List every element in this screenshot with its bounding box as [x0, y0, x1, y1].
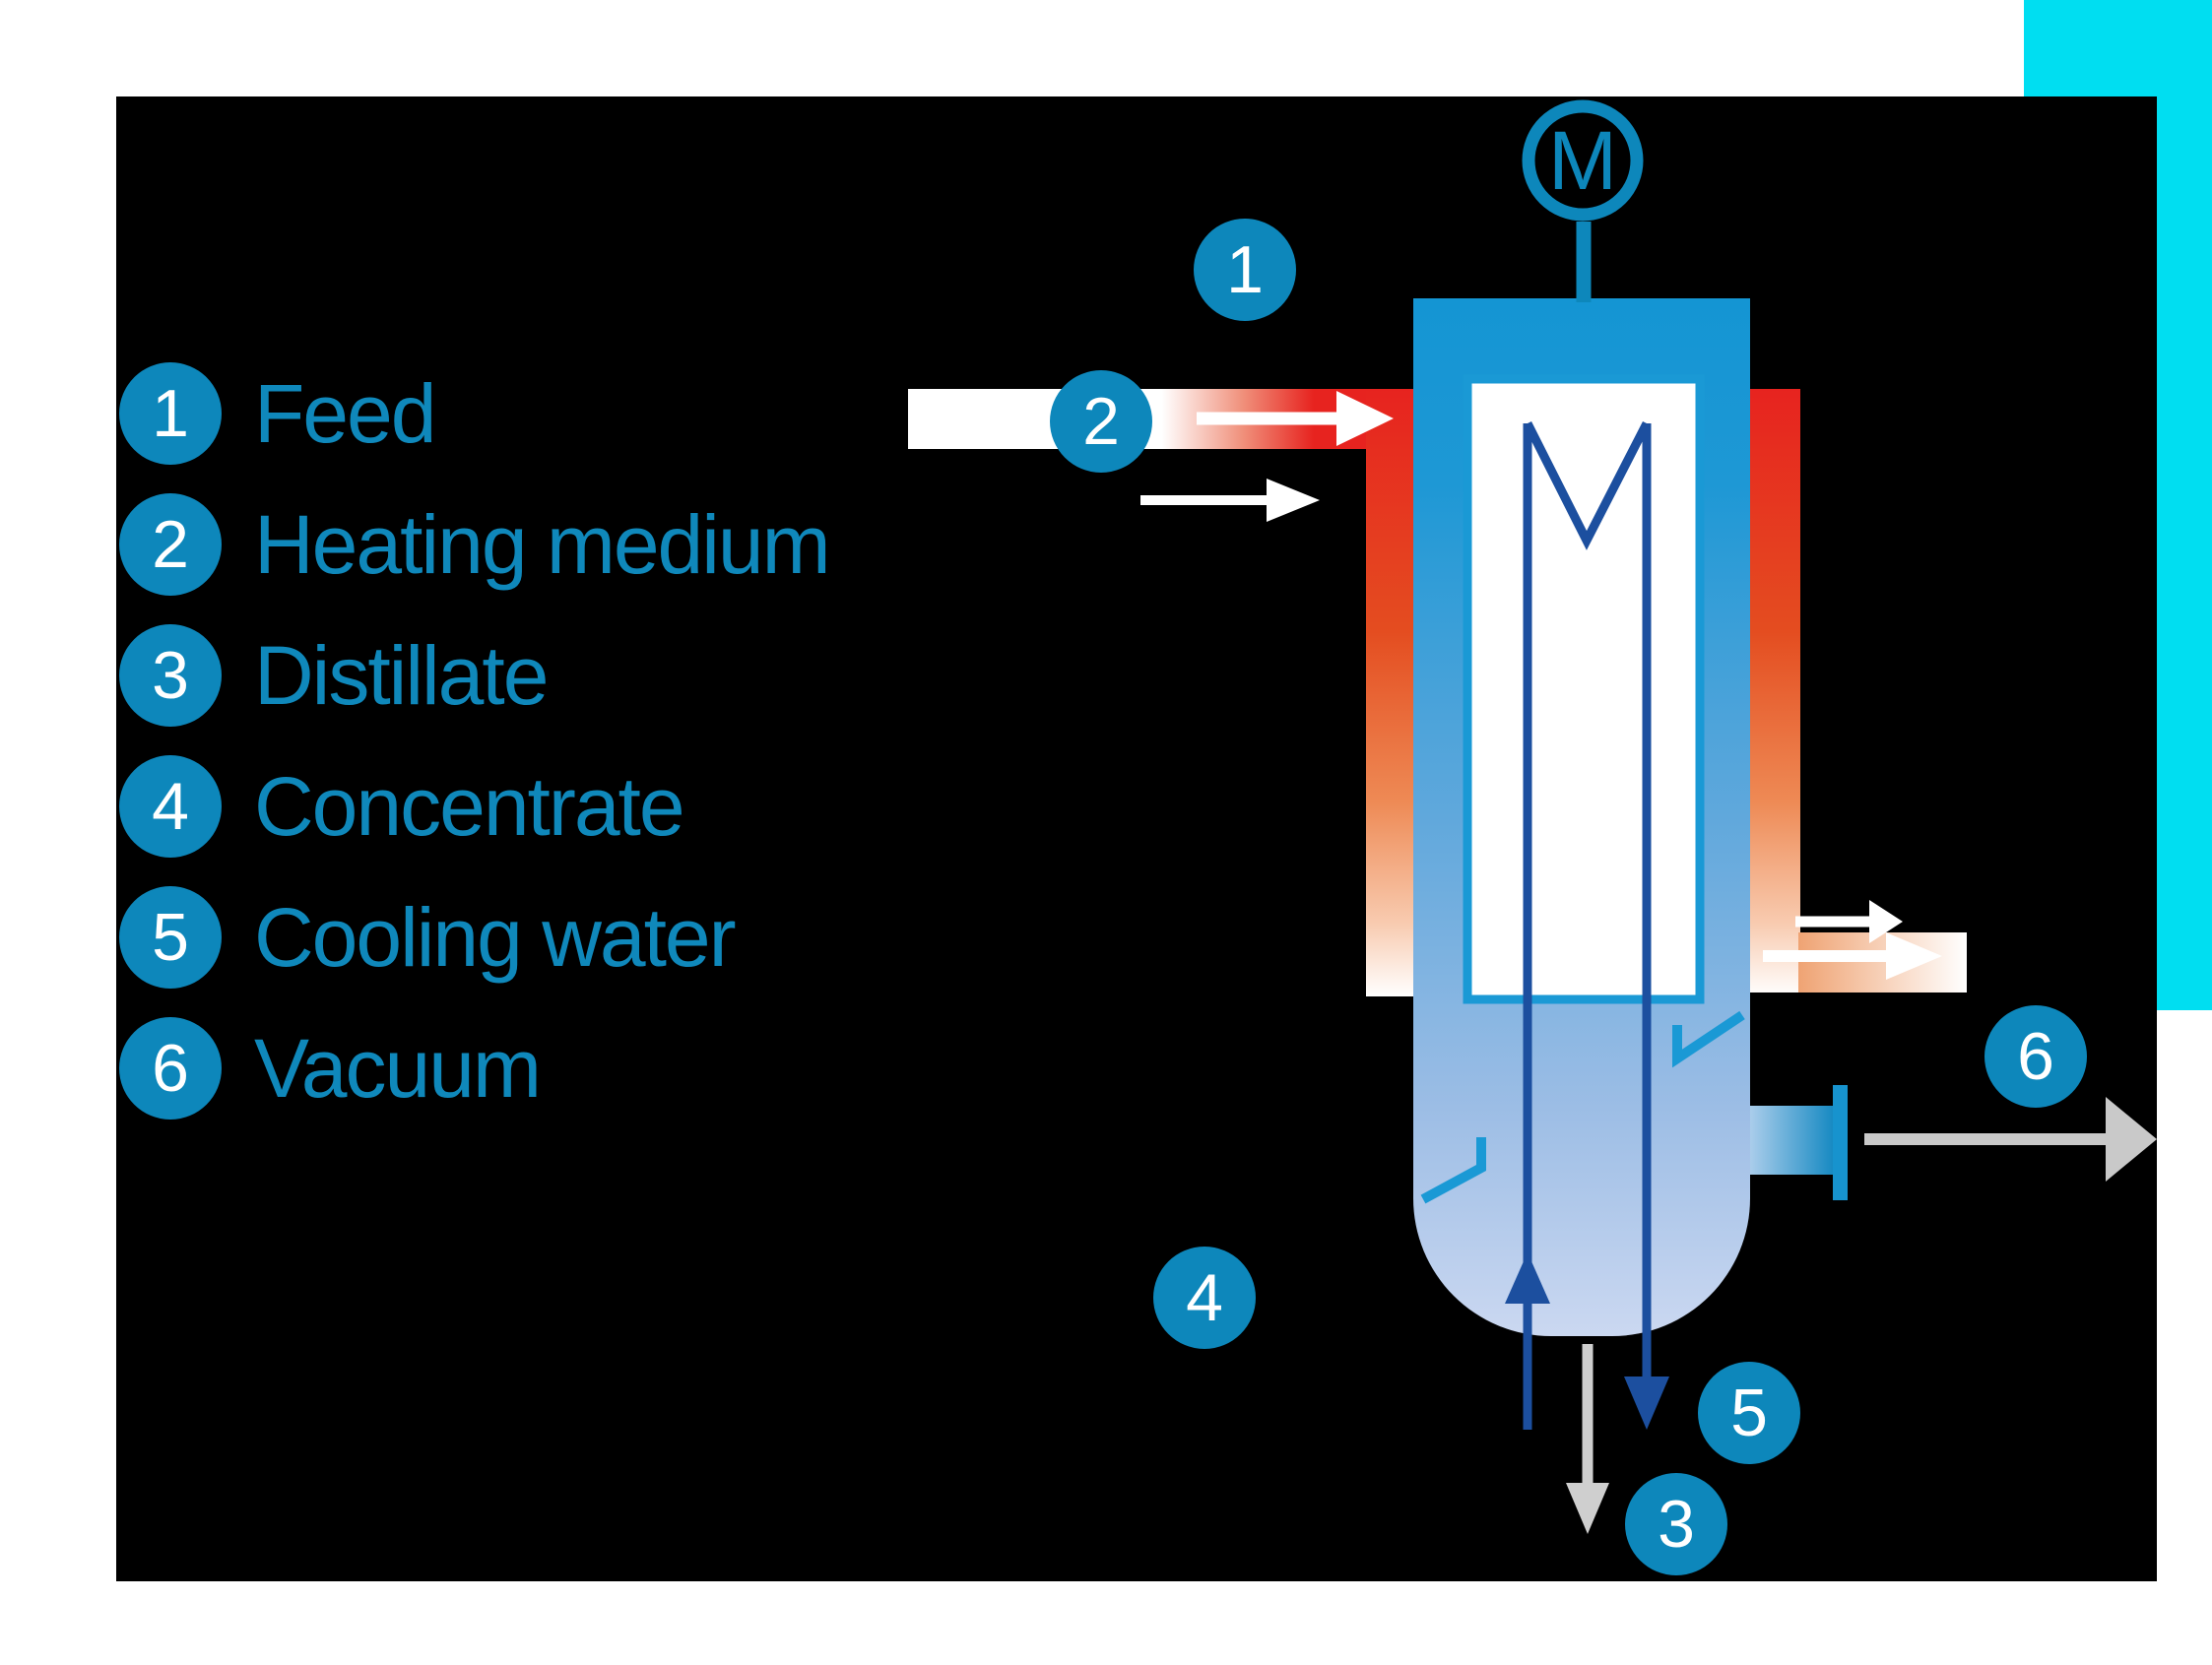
badge-2: 2	[1050, 370, 1152, 473]
badge-number: 6	[2017, 1019, 2054, 1094]
diagram-badges: 1 2 3 4 5 6	[1050, 219, 2087, 1575]
heating-outlet-arrow-2-icon	[1886, 932, 1942, 980]
legend-badge-number: 2	[152, 507, 189, 582]
badge-5: 5	[1698, 1362, 1800, 1464]
wiper-blade-right-icon	[1672, 1010, 1745, 1068]
badge-circle	[1153, 1247, 1256, 1349]
motor-label: M	[1548, 114, 1617, 207]
diagram-canvas	[116, 96, 2157, 1581]
badge-number: 3	[1658, 1487, 1695, 1562]
legend-badge	[119, 624, 222, 727]
inner-chamber	[1463, 374, 1705, 1004]
legend-item-label-cooling-water: Cooling water	[254, 891, 736, 984]
legend-item: 2 Heating medium	[119, 493, 831, 596]
badge-number: 4	[1186, 1260, 1223, 1335]
badge-circle	[1050, 370, 1152, 473]
legend-item-label-distillate: Distillate	[254, 629, 547, 722]
legend-badge-number: 4	[152, 769, 189, 844]
badge-circle	[1194, 219, 1296, 321]
heating-outlet-pipe	[1798, 932, 1967, 993]
legend-item: 4 Concentrate	[119, 755, 685, 858]
badge-1: 1	[1194, 219, 1296, 321]
legend-item-label-heating-medium: Heating medium	[254, 498, 829, 591]
vacuum-flange	[1833, 1085, 1848, 1200]
legend-badge-number: 1	[152, 376, 189, 451]
legend-badge	[119, 1017, 222, 1120]
heating-outlet-arrow-1-icon	[1869, 900, 1903, 943]
feed-arrow-icon	[1267, 479, 1320, 522]
legend-badge-number: 6	[152, 1031, 189, 1106]
legend-item: 1 Feed	[119, 362, 436, 465]
motor-circle	[1522, 99, 1644, 222]
badge-circle	[1625, 1473, 1727, 1575]
badge-circle	[1698, 1362, 1800, 1464]
badge-number: 1	[1226, 232, 1264, 307]
motor-symbol: M	[1522, 99, 1644, 302]
legend-item: 6 Vacuum	[119, 1017, 542, 1120]
legend-item: 5 Cooling water	[119, 886, 738, 989]
vacuum-nozzle	[1750, 1106, 1835, 1175]
legend-badge-number: 5	[152, 900, 189, 975]
corner-accent-strip	[2157, 0, 2212, 1010]
badge-number: 5	[1730, 1376, 1768, 1450]
heating-jacket-left	[1366, 389, 1415, 996]
distillate-arrow-icon	[1566, 1483, 1609, 1534]
badge-circle	[1984, 1005, 2087, 1108]
legend-badge	[119, 362, 222, 465]
legend-badge	[119, 886, 222, 989]
cooling-water-in-arrow-icon	[1505, 1252, 1550, 1304]
badge-number: 2	[1082, 384, 1120, 459]
rotor-v-line	[1523, 420, 1652, 550]
cooling-water-out-arrow-icon	[1624, 1377, 1669, 1430]
legend: 1 Feed 2 Heating medium 3 Distillate 4 C…	[119, 362, 831, 1120]
legend-item-label-vacuum: Vacuum	[254, 1022, 540, 1115]
badge-3: 3	[1625, 1473, 1727, 1575]
badge-6: 6	[1984, 1005, 2087, 1108]
legend-item: 3 Distillate	[119, 624, 549, 727]
legend-badge-number: 3	[152, 638, 189, 713]
wiper-blade-left-icon	[1420, 1137, 1486, 1204]
badge-4: 4	[1153, 1247, 1256, 1349]
legend-item-label-feed: Feed	[254, 367, 434, 460]
legend-badge	[119, 493, 222, 596]
legend-badge	[119, 755, 222, 858]
heating-inlet-arrow-icon	[1336, 391, 1394, 446]
legend-item-label-concentrate: Concentrate	[254, 760, 683, 853]
vacuum-arrow-icon	[2106, 1097, 2157, 1182]
heating-jacket-right	[1750, 389, 1800, 993]
